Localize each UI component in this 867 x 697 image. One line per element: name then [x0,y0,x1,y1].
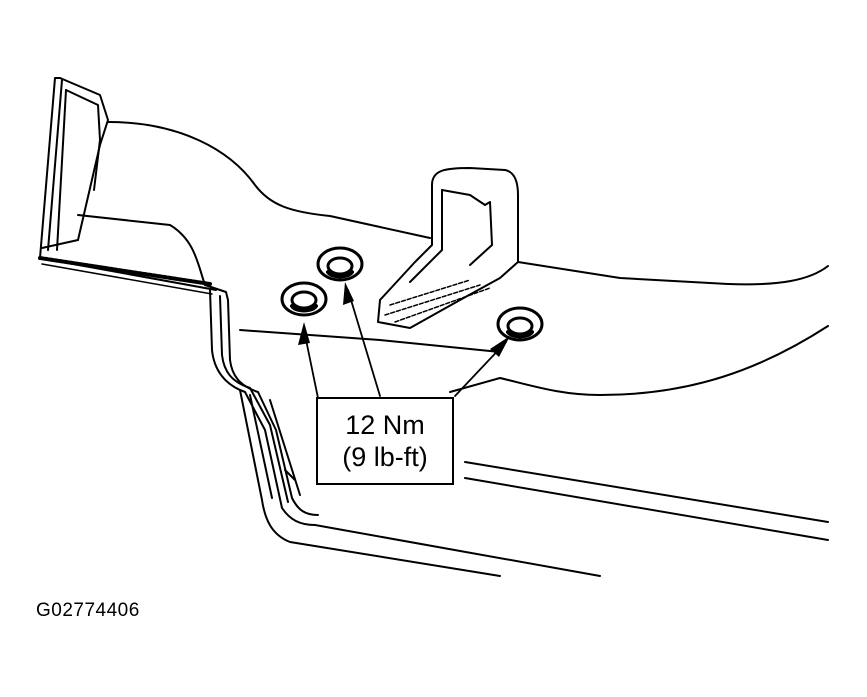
figure-id: G02774406 [36,600,140,621]
flange-nut-right-icon [496,306,544,342]
left-bracket [38,77,217,295]
leader-arrowheads [298,282,510,357]
torque-imperial-label: (9 lb-ft) [342,442,428,472]
right-panel [239,261,829,541]
support-tab [377,167,519,329]
torque-metric-label: 12 Nm [345,410,425,440]
flange-nut-left-icon [280,281,328,317]
lower-channel [209,289,601,577]
arrowhead-right-icon [490,336,510,357]
flange-nut-center-icon [316,246,364,282]
arrowhead-left-icon [298,322,310,345]
upper-body-contour [77,121,431,301]
leader-to-center-nut [347,289,381,397]
arrowhead-center-icon [343,282,354,305]
torque-callout-box: 12 Nm (9 lb-ft) [316,397,454,485]
callout-leaders [303,289,507,399]
